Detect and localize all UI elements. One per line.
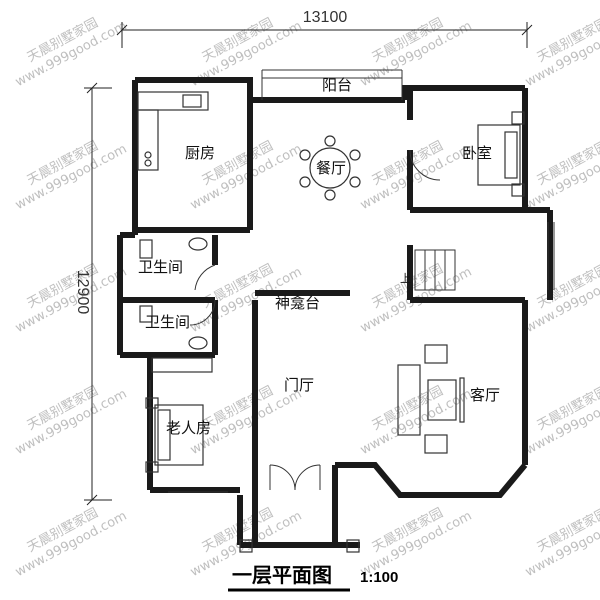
label-foyer: 门厅 — [284, 376, 314, 394]
label-bathroom-upper: 卫生间 — [138, 258, 183, 276]
bed-elder-room — [145, 357, 213, 473]
plan-title: 一层平面图 1:100 — [228, 563, 398, 592]
entrance-steps — [239, 539, 360, 553]
stairs-up-label: 上 — [400, 272, 411, 285]
label-bedroom: 卧室 — [462, 144, 492, 162]
label-dining: 餐厅 — [316, 159, 346, 177]
label-bathroom-lower: 卫生间 — [145, 313, 190, 331]
label-elder-room: 老人房 — [166, 419, 211, 437]
dining-table — [299, 135, 361, 201]
dimension-top: 13100 — [116, 9, 533, 48]
bathroom-fixtures — [139, 237, 208, 350]
bed-bedroom — [477, 111, 525, 197]
scale-text: 1:100 — [360, 569, 398, 586]
dimension-left: 12900 — [74, 82, 112, 506]
height-dimension-label: 12900 — [74, 270, 91, 315]
label-kitchen: 厨房 — [185, 144, 215, 162]
label-shrine-table: 神龛台 — [275, 294, 320, 312]
label-living-room: 客厅 — [470, 386, 500, 404]
living-sofa-set — [397, 344, 465, 454]
width-dimension-label: 13100 — [303, 9, 348, 26]
kitchen-fixtures — [137, 91, 209, 171]
walls — [117, 77, 553, 548]
label-balcony: 阳台 — [322, 76, 352, 94]
doors — [189, 149, 441, 491]
title-text: 一层平面图 — [232, 563, 332, 587]
windows — [149, 69, 555, 493]
stairs: 上 — [400, 249, 456, 291]
room-labels: 阳台 厨房 餐厅 卧室 卫生间 卫生间 神龛台 门厅 客厅 老人房 — [138, 76, 500, 437]
